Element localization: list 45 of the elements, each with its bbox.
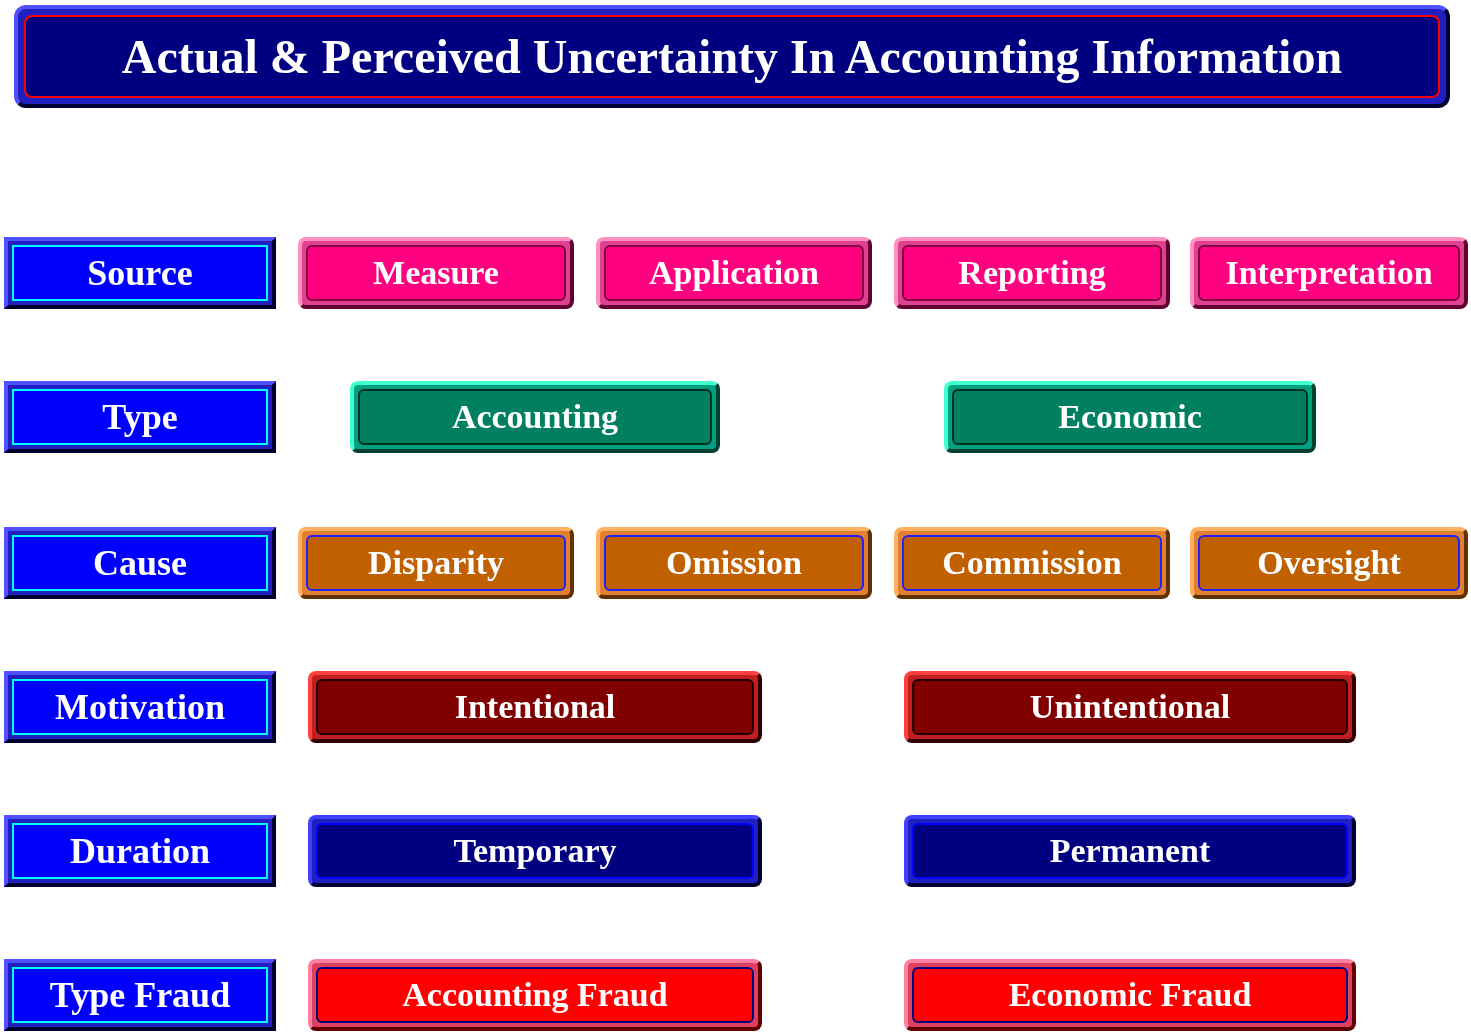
- row-header-box: [4, 527, 276, 599]
- row-header-box: [4, 959, 276, 1031]
- box-label: Cause: [93, 545, 187, 581]
- category-box: [944, 381, 1316, 453]
- box-label: Source: [87, 255, 193, 291]
- box-label: Application: [648, 256, 819, 290]
- category-box: [298, 527, 574, 599]
- category-box: [596, 237, 872, 309]
- box-label: Duration: [70, 833, 210, 869]
- category-box: [904, 959, 1356, 1031]
- box-label: Unintentional: [1029, 690, 1231, 724]
- category-box: [1190, 527, 1468, 599]
- category-box: [308, 815, 762, 887]
- box-label: Type Fraud: [49, 977, 231, 1013]
- category-box: [298, 237, 574, 309]
- category-box: [308, 671, 762, 743]
- category-box: [904, 671, 1356, 743]
- box-label: Accounting: [451, 400, 619, 434]
- box-label: Motivation: [55, 689, 225, 725]
- box-label: Intentional: [454, 690, 616, 724]
- category-box: [894, 527, 1170, 599]
- category-box: [1190, 237, 1468, 309]
- box-label: Accounting Fraud: [402, 978, 668, 1012]
- category-box: [904, 815, 1356, 887]
- box-label: Interpretation: [1225, 256, 1433, 290]
- category-box: [308, 959, 762, 1031]
- box-label: Temporary: [453, 834, 617, 868]
- box-label: Economic: [1058, 400, 1202, 434]
- row-header-box: [4, 381, 276, 453]
- box-label: Economic Fraud: [1008, 978, 1252, 1012]
- category-box: [894, 237, 1170, 309]
- box-label: Oversight: [1257, 546, 1401, 580]
- row-header-box: [4, 671, 276, 743]
- box-label: Permanent: [1049, 834, 1211, 868]
- box-label: Type: [102, 399, 178, 435]
- row-header-box: [4, 815, 276, 887]
- category-box: [350, 381, 720, 453]
- row-header-box: [4, 237, 276, 309]
- box-label: Measure: [373, 256, 499, 290]
- box-label: Omission: [665, 546, 802, 580]
- box-label: Commission: [942, 546, 1122, 580]
- category-box: [596, 527, 872, 599]
- title: Actual & Perceived Uncertainty In Accounting Information: [121, 28, 1343, 85]
- box-label: Reporting: [958, 256, 1106, 290]
- box-label: Disparity: [368, 546, 504, 580]
